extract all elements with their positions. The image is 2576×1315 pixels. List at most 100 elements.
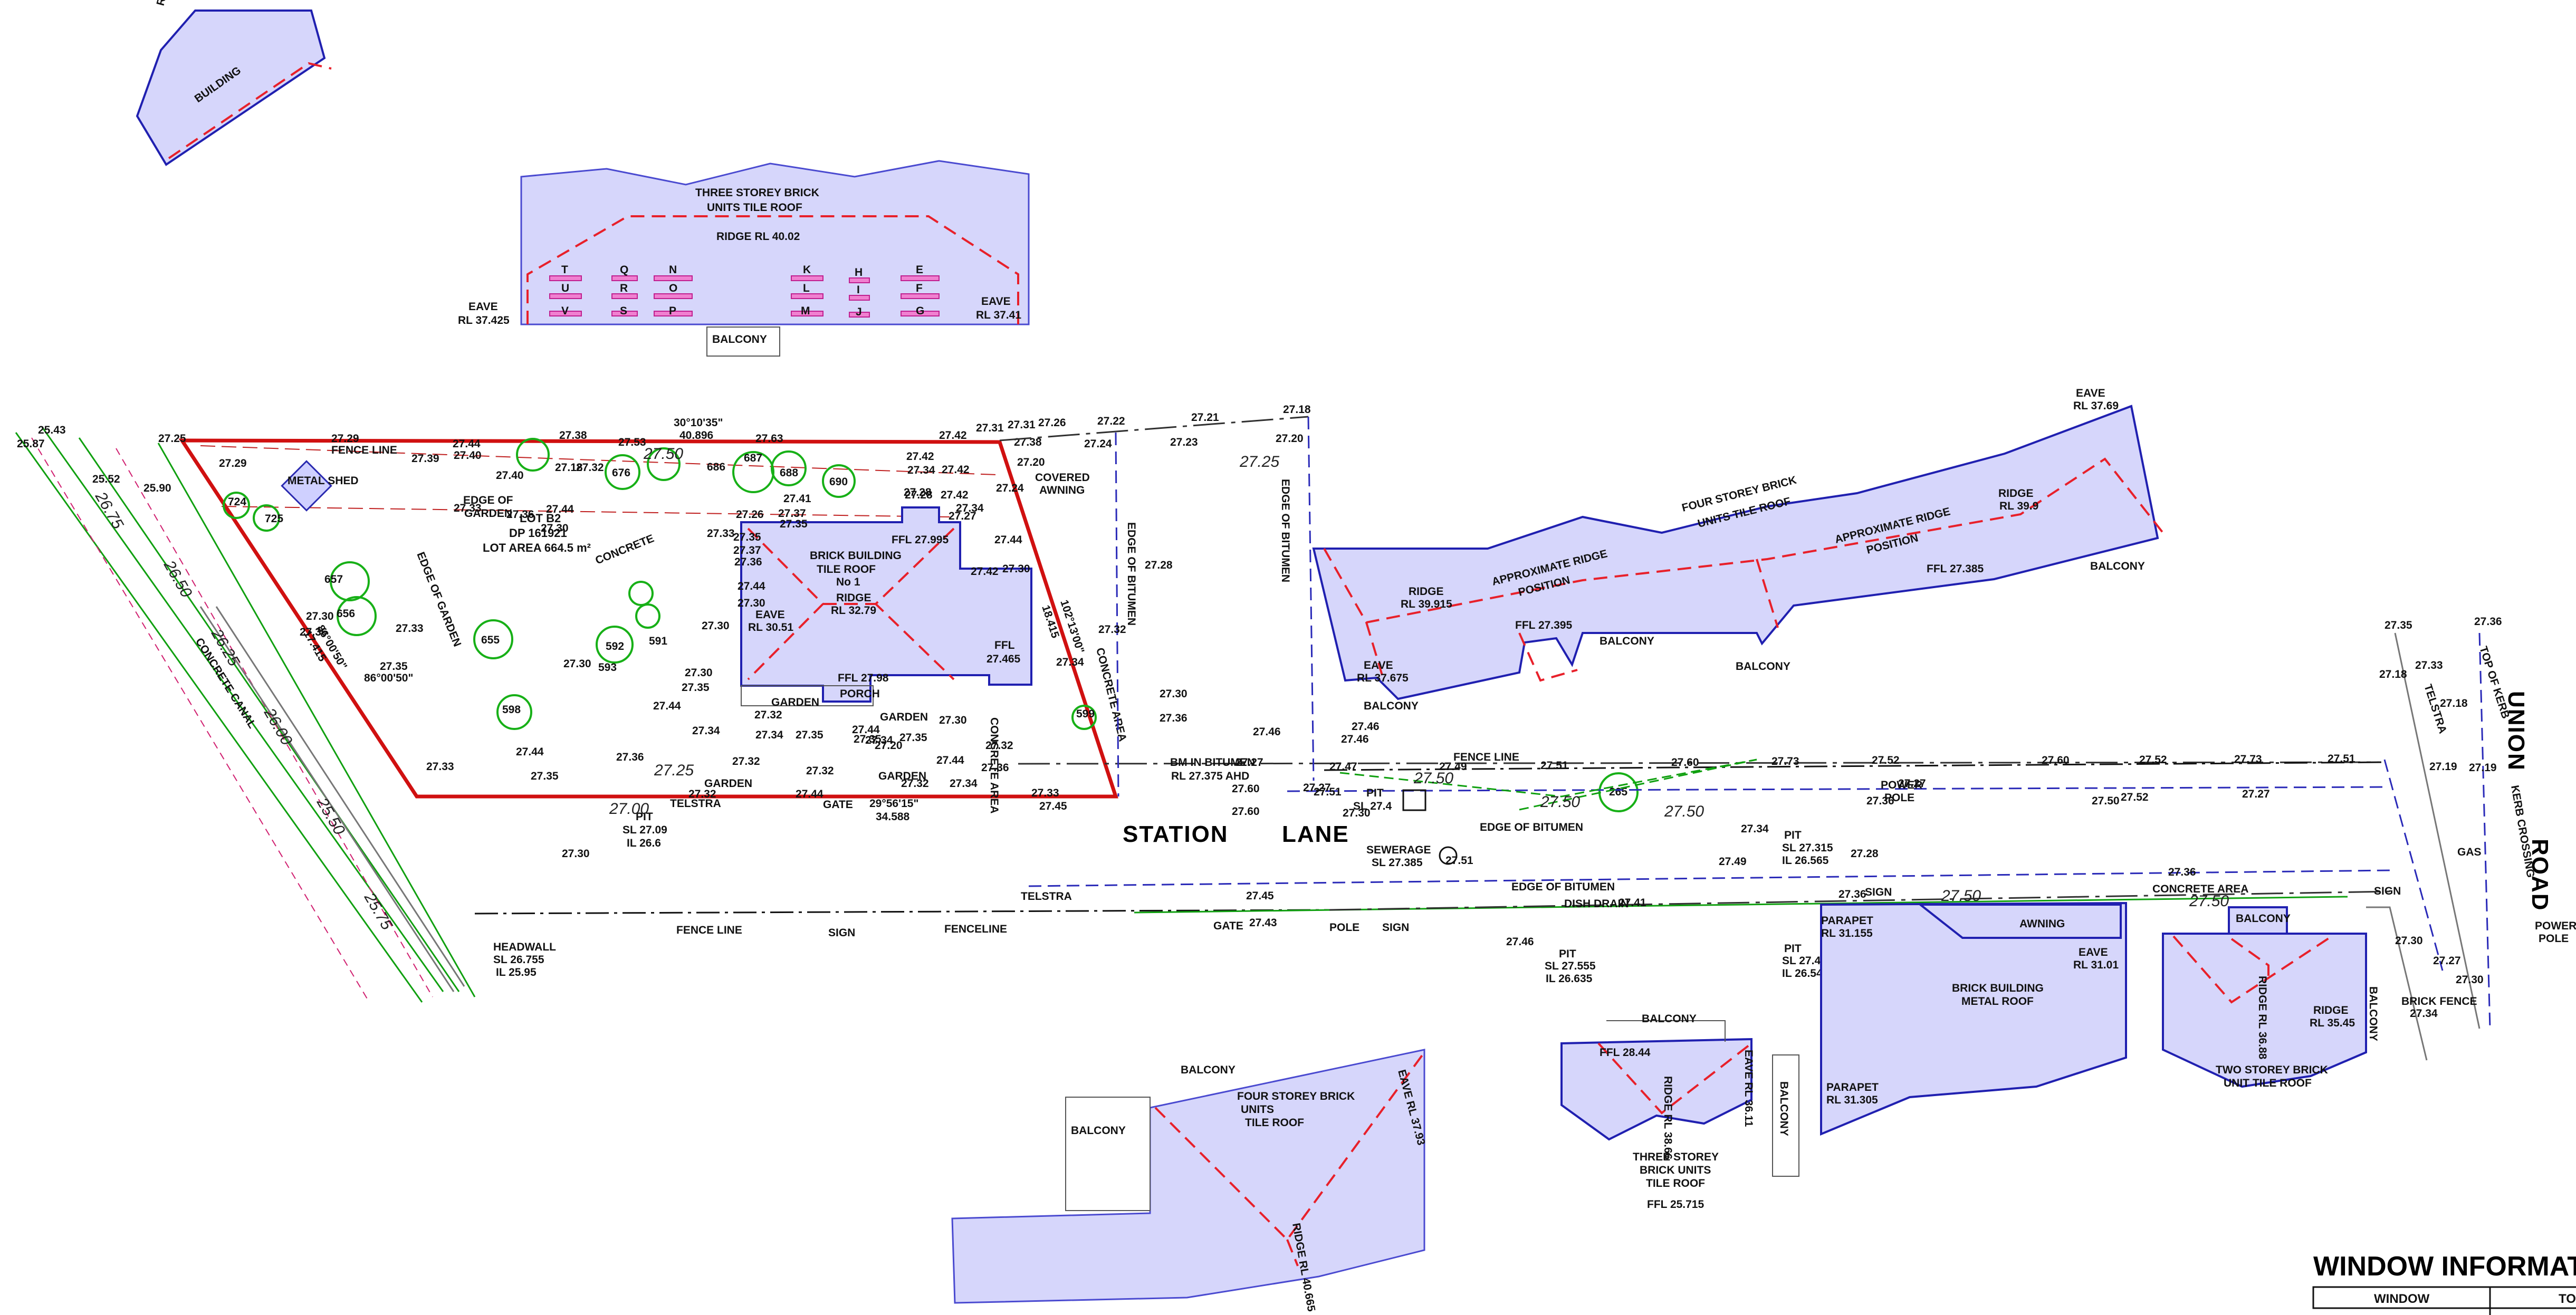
road-union: UNION xyxy=(2503,691,2529,771)
spot-level: 27.30 xyxy=(1160,688,1188,700)
spot-level: 27.35 xyxy=(733,531,761,543)
contour-2750b: 27.50 xyxy=(1413,770,1453,787)
tree-676: 676 xyxy=(612,467,630,479)
spot-level: 27.35 xyxy=(780,518,808,530)
spot-level: 27.60 xyxy=(1232,805,1260,818)
concrete-area-label-lot: CONCRETE AREA xyxy=(988,717,1000,813)
spot-level: 27.52 xyxy=(2121,791,2149,803)
contour-2725: 27.25 xyxy=(654,762,694,779)
fence-line-south: FENCE LINE xyxy=(676,924,742,936)
spot-level: 27.42 xyxy=(971,565,999,578)
lot-bearing-south: 29°56'15" xyxy=(869,798,918,810)
balcony-2: BALCONY xyxy=(1600,635,1654,647)
three-storey-top-eave-left-rl: RL 37.425 xyxy=(458,314,510,327)
contour-2750: 27.50 xyxy=(643,445,683,463)
three-storey-bottom-l3: TILE ROOF xyxy=(1646,1177,1705,1189)
pit-b-sl: SL 27.315 xyxy=(1782,842,1833,854)
pit-b: PIT xyxy=(1784,829,1802,841)
spot-level: 27.32 xyxy=(688,788,716,800)
spot-level: 27.37 xyxy=(778,507,806,520)
spot-level: 27.60 xyxy=(1671,756,1699,769)
metal-shed-label: METAL SHED xyxy=(288,475,359,487)
power-pole-label-1: POWER xyxy=(1881,779,1922,791)
four-storey-bottom-l1: FOUR STOREY BRICK xyxy=(1237,1090,1355,1102)
spot-level: 27.44 xyxy=(546,503,574,515)
telstra-2: TELSTRA xyxy=(1021,890,1072,903)
tree-688: 688 xyxy=(780,467,798,479)
spot-level: 27.18 xyxy=(555,462,583,474)
three-storey-top-line1: THREE STOREY BRICK xyxy=(695,187,819,199)
window-q: Q xyxy=(620,264,628,276)
window-m: M xyxy=(801,305,810,317)
four-storey-top-ridge-r-rl: RL 39.9 xyxy=(1999,500,2038,512)
four-storey-top-ridge-r: RIDGE xyxy=(1998,487,2034,500)
tree-686: 686 xyxy=(707,461,725,473)
three-storey-top-balcony: BALCONY xyxy=(712,333,767,345)
spot-level: 27.19 xyxy=(2469,762,2497,774)
spot-level: 27.34 xyxy=(950,778,978,790)
window-h: H xyxy=(855,266,863,279)
four-storey-bottom-l2: UNITS xyxy=(1241,1103,1274,1116)
metal-roof-l1: BRICK BUILDING xyxy=(1952,982,2044,994)
three-storey-bottom-eave: EAVE RL 36.11 xyxy=(1742,1050,1755,1127)
spot-level: 27.32 xyxy=(576,462,604,474)
garden-label-3: GARDEN xyxy=(704,778,752,790)
pit1-il: IL 26.6 xyxy=(627,837,661,849)
three-storey-top-ridge: RIDGE RL 40.02 xyxy=(716,231,800,243)
brick-building-porch: PORCH xyxy=(840,688,880,700)
brick-building-no1: BRICK BUILDING TILE ROOF No 1 RIDGE RL 3… xyxy=(740,506,1032,706)
spot-level: 27.41 xyxy=(1619,897,1646,909)
spot-level: 27.34 xyxy=(907,464,935,476)
four-storey-bottom-balcony-2: BALCONY xyxy=(1071,1125,1126,1137)
pit-a-sl: SL 27.555 xyxy=(1545,960,1596,972)
spot-level: 27.27 xyxy=(2433,955,2461,967)
tree-599: 599 xyxy=(1076,708,1095,720)
three-storey-building-top: THREE STOREY BRICK UNITS TILE ROOF RIDGE… xyxy=(458,160,1030,357)
spot-level: 27.28 xyxy=(904,486,932,498)
spot-level: 27.35 xyxy=(682,682,710,694)
spot-level: 27.36 xyxy=(506,508,534,521)
gate-2: GATE xyxy=(1213,920,1243,932)
spot-level: 27.27 xyxy=(1898,778,1926,790)
spot-level: 25.52 xyxy=(92,473,120,485)
spot-level: 27.36 xyxy=(616,751,644,763)
brick-building-ridge-rl: RL 32.79 xyxy=(831,604,876,617)
two-storey-l1: TWO STOREY BRICK xyxy=(2216,1064,2328,1076)
two-storey-l2: UNIT TILE ROOF xyxy=(2224,1077,2312,1089)
spot-level: 27.36 xyxy=(1838,888,1866,900)
spot-level: 27.23 xyxy=(1170,436,1198,448)
spot-level: 27.36 xyxy=(2474,616,2502,628)
spot-level: 27.35 xyxy=(2385,619,2412,631)
window-u: U xyxy=(561,282,569,294)
spot-level: 27.22 xyxy=(1097,415,1125,427)
spot-level: 27.44 xyxy=(936,754,964,766)
spot-level: 27.44 xyxy=(852,724,880,736)
window-k: K xyxy=(803,264,811,276)
pole-1: POLE xyxy=(1329,922,1359,934)
kerb-crossing: KERB CROSSING xyxy=(2508,784,2536,879)
lot-dp: DP 161921 xyxy=(509,526,567,540)
spot-level: 27.31 xyxy=(976,422,1004,434)
three-storey-bottom-balcony-2: BALCONY xyxy=(1778,1081,1790,1136)
tree-687: 687 xyxy=(744,452,762,464)
spot-levels-external: 25.43 25.87 25.52 25.90 27.31 27.26 27.2… xyxy=(17,404,2502,1020)
spot-level: 27.53 xyxy=(618,436,646,448)
three-storey-building-bottom: BALCONY BALCONY FFL 28.44 RIDGE RL 38.66… xyxy=(1560,1013,1799,1211)
tree-592: 592 xyxy=(606,640,624,652)
contour-2650: 26.50 xyxy=(160,557,195,601)
spot-level: 27.30 xyxy=(562,848,590,860)
two-storey-balcony-1: BALCONY xyxy=(2236,913,2291,925)
spot-level: 27.51 xyxy=(1445,855,1473,867)
spot-level: 27.33 xyxy=(426,761,454,773)
window-v: V xyxy=(561,305,569,317)
metal-roof-parapet-2: PARAPET xyxy=(1826,1081,1879,1093)
lot-bearing-north: 30°10'35" xyxy=(674,417,723,429)
tree-593: 593 xyxy=(598,661,617,674)
road-lane: LANE xyxy=(1282,821,1349,847)
lot-bearing-east: 102°13'00" xyxy=(1058,598,1086,655)
spot-level: 27.52 xyxy=(1872,754,1900,766)
brick-building-metal-roof: BRICK BUILDING METAL ROOF AWNING PARAPET… xyxy=(1820,901,2127,1136)
metal-roof-awning: AWNING xyxy=(2019,918,2065,930)
tree-591: 591 xyxy=(649,635,667,647)
gate-label-1: GATE xyxy=(823,799,853,811)
